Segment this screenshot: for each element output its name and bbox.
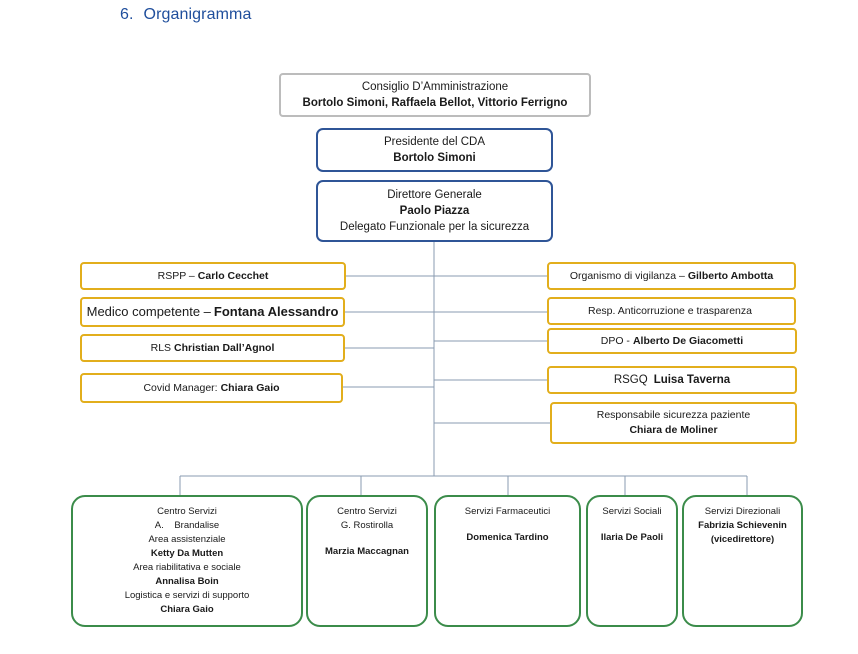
service-box-direzionali: Servizi Direzionali Fabrizia Schievenin … — [682, 495, 803, 627]
service-title: Servizi Direzionali — [704, 506, 781, 517]
service-person: Annalisa Boin — [155, 576, 219, 587]
service-box-sociali: Servizi Sociali Ilaria De Paoli — [586, 495, 678, 627]
staff-name: Carlo Cecchet — [197, 270, 269, 282]
service-area: Logistica e servizi di supporto — [124, 590, 250, 601]
director-role: Delegato Funzionale per la sicurezza — [339, 221, 530, 233]
service-note: (vicedirettore) — [710, 534, 775, 545]
staff-name: Christian Dall’Agnol — [174, 342, 275, 354]
staff-label: RSPP – — [157, 270, 195, 282]
section-number: 6. — [120, 6, 134, 23]
service-title: Servizi Farmaceutici — [464, 506, 551, 517]
staff-label: Medico competente – — [86, 304, 211, 319]
service-person: Domenica Tardino — [466, 532, 549, 543]
staff-name: Fontana Alessandro — [213, 304, 339, 319]
staff-label: RSGQ — [613, 374, 648, 386]
staff-label: DPO - — [600, 335, 630, 347]
service-title: Servizi Sociali — [602, 506, 662, 517]
director-box: Direttore Generale Paolo Piazza Delegato… — [316, 180, 553, 242]
service-area: Area assistenziale — [148, 534, 226, 545]
staff-label: Covid Manager: — [143, 382, 218, 394]
board-members: Bortolo Simoni, Raffaela Bellot, Vittori… — [302, 97, 568, 109]
staff-name: Chiara Gaio — [220, 382, 280, 394]
service-area: Area riabilitativa e sociale — [133, 562, 241, 573]
president-title: Presidente del CDA — [384, 136, 485, 148]
service-box-farmaceutici: Servizi Farmaceutici Domenica Tardino — [434, 495, 581, 627]
staff-box-rsgq: RSGQ Luisa Taverna — [547, 366, 797, 394]
service-title: Centro Servizi — [337, 506, 397, 517]
service-person: Ketty Da Mutten — [150, 548, 224, 559]
service-subtitle: G. Rostirolla — [340, 520, 394, 531]
staff-box-covid: Covid Manager:Chiara Gaio — [80, 373, 343, 403]
patient-safety-title: Responsabile sicurezza paziente — [596, 409, 751, 421]
director-title: Direttore Generale — [387, 189, 482, 201]
staff-name: Luisa Taverna — [653, 374, 731, 386]
service-title: Centro Servizi — [157, 506, 217, 517]
director-name: Paolo Piazza — [399, 205, 470, 217]
patient-safety-name: Chiara de Moliner — [629, 424, 718, 436]
staff-box-rspp: RSPP –Carlo Cecchet — [80, 262, 346, 290]
staff-label: Organismo di vigilanza – — [569, 270, 685, 282]
staff-label: Resp. Anticorruzione e trasparenza — [587, 305, 752, 317]
board-title: Consiglio D’Amministrazione — [361, 81, 509, 93]
service-box-centro2: Centro Servizi G. Rostirolla Marzia Macc… — [306, 495, 428, 627]
president-name: Bortolo Simoni — [393, 152, 476, 164]
staff-box-anticorruzione: Resp. Anticorruzione e trasparenza — [547, 297, 796, 325]
staff-box-vigilanza: Organismo di vigilanza –Gilberto Ambotta — [547, 262, 796, 290]
section-title: Organigramma — [143, 6, 252, 23]
service-person: Marzia Maccagnan — [325, 546, 409, 557]
service-person: Ilaria De Paoli — [600, 532, 664, 543]
service-box-centro1: Centro Servizi A. Brandalise Area assist… — [71, 495, 303, 627]
staff-name: Gilberto Ambotta — [687, 270, 774, 282]
page-heading: 6. Organigramma — [120, 6, 251, 24]
service-person: Fabrizia Schievenin — [698, 520, 787, 531]
staff-label: RLS — [150, 342, 172, 354]
service-subtitle: A. Brandalise — [154, 520, 220, 531]
service-person: Chiara Gaio — [160, 604, 214, 615]
staff-box-medico: Medico competente –Fontana Alessandro — [80, 297, 345, 327]
board-box: Consiglio D’Amministrazione Bortolo Simo… — [279, 73, 591, 117]
staff-name: Alberto De Giacometti — [632, 335, 744, 347]
staff-box-dpo: DPO -Alberto De Giacometti — [547, 328, 797, 354]
patient-safety-box: Responsabile sicurezza paziente Chiara d… — [550, 402, 797, 444]
president-box: Presidente del CDA Bortolo Simoni — [316, 128, 553, 172]
